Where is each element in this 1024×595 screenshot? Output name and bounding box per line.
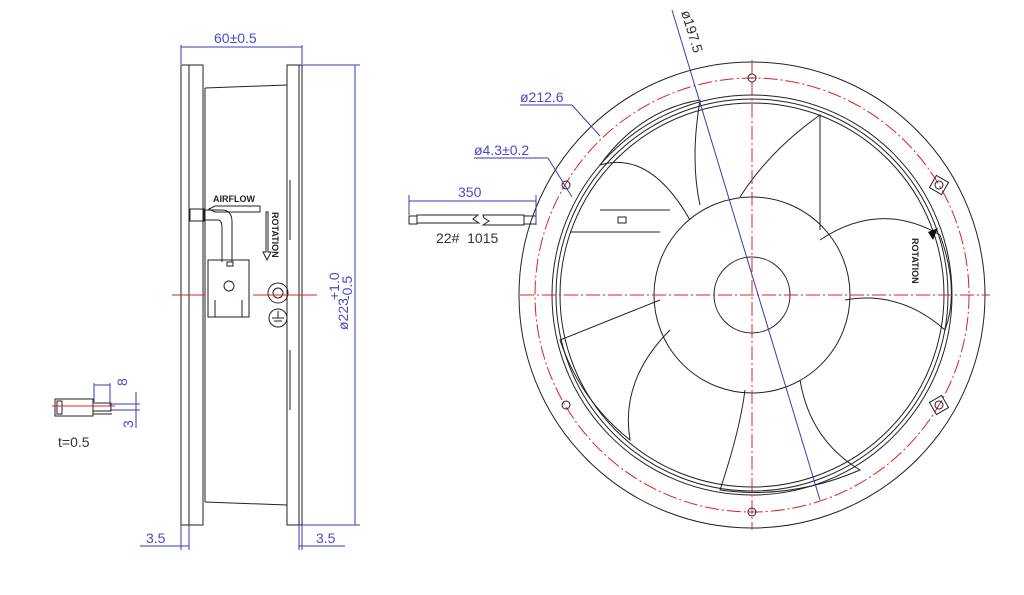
airflow-label: AIRFLOW	[213, 194, 255, 204]
mounting-hole	[561, 400, 571, 410]
terminal-width-dimension: 8	[114, 378, 130, 386]
diameter-tol-plus: +1.0	[326, 272, 342, 300]
rotation-front-label: ROTATION	[910, 238, 920, 284]
wire-spec-label: 22# 1015	[436, 230, 498, 246]
ground-icon	[268, 308, 288, 328]
terminal-icon	[267, 282, 289, 304]
mounting-hole	[561, 180, 571, 190]
lead-wire	[408, 214, 536, 226]
connector	[207, 259, 250, 318]
airflow-arrow-icon	[207, 205, 261, 213]
rotation-arrow-icon	[262, 211, 272, 262]
side-view: AIRFLOW ROTATION 60±0.5 ø223 +1.0 -0.5 3…	[140, 30, 360, 550]
terminal-height-dimension: 3	[120, 420, 136, 428]
flange-right-dimension: 3.5	[316, 530, 336, 546]
terminal-detail: 8 3 t=0.5	[52, 378, 140, 450]
bolt-circle-dimension: ø212.6	[520, 89, 564, 105]
diameter-tol-minus: -0.5	[339, 276, 355, 300]
inner-diameter-dimension: ø197.5	[678, 8, 706, 55]
rotation-arrow-icon	[928, 228, 938, 240]
thickness-label: t=0.5	[58, 434, 90, 450]
width-dimension: 60±0.5	[214, 30, 257, 46]
lead-length-dimension: 350	[458, 184, 482, 200]
front-view: ROTATION ø197.5 ø212.6 ø4.3±0.2 350 22# …	[408, 8, 990, 530]
diameter-dimension: ø223	[335, 298, 351, 330]
hole-dimension: ø4.3±0.2	[474, 142, 529, 158]
rotation-side-label: ROTATION	[270, 212, 280, 258]
flange-left-dimension: 3.5	[146, 530, 166, 546]
